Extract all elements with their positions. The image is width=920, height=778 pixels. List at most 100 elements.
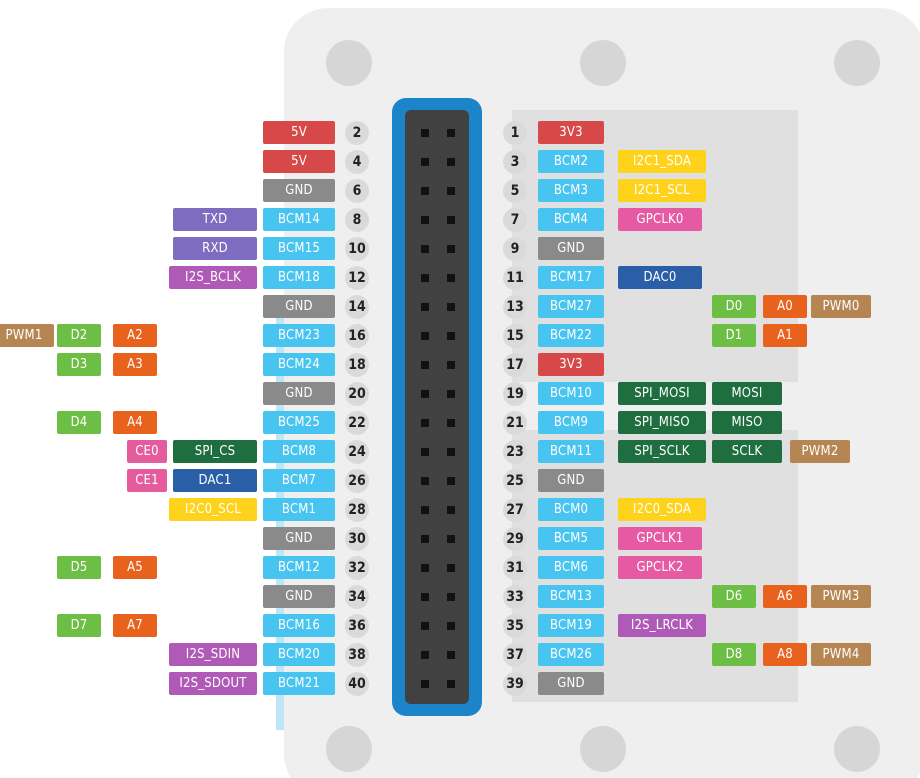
pin-number: 38: [345, 643, 369, 667]
bcm-label: BCM17: [538, 266, 604, 289]
pin-number: 39: [503, 672, 527, 696]
pin-number: 37: [503, 643, 527, 667]
spi-label: SPI_CS: [173, 440, 257, 463]
ground-label: GND: [263, 295, 335, 318]
pin-number: 33: [503, 585, 527, 609]
i2s-label: I2S_SDOUT: [169, 672, 257, 695]
bcm-label: BCM12: [263, 556, 335, 579]
ground-label: GND: [263, 382, 335, 405]
mounting-hole: [834, 726, 880, 772]
pin-number: 20: [345, 382, 369, 406]
ground-label: GND: [263, 179, 335, 202]
pwm-label: PWM3: [811, 585, 871, 608]
ce-label: CE0: [127, 440, 167, 463]
bcm-label: BCM5: [538, 527, 604, 550]
header-pin: [421, 448, 429, 456]
pin-number: 19: [503, 382, 527, 406]
pin-number: 2: [345, 121, 369, 145]
uart-label: TXD: [173, 208, 257, 231]
pin-number: 15: [503, 324, 527, 348]
ground-label: GND: [538, 469, 604, 492]
bcm-label: BCM2: [538, 150, 604, 173]
pin-number: 13: [503, 295, 527, 319]
analog-label: A2: [113, 324, 157, 347]
dac-label: DAC0: [618, 266, 702, 289]
pin-number: 11: [503, 266, 527, 290]
header-pin: [447, 390, 455, 398]
pin-number: 28: [345, 498, 369, 522]
dac-label: DAC1: [173, 469, 257, 492]
digital-label: D8: [712, 643, 756, 666]
header-pin: [447, 448, 455, 456]
pin-number: 21: [503, 411, 527, 435]
pin-number: 25: [503, 469, 527, 493]
bcm-label: BCM6: [538, 556, 604, 579]
pin-number: 16: [345, 324, 369, 348]
pwm-label: PWM0: [811, 295, 871, 318]
bcm-label: BCM1: [263, 498, 335, 521]
header-pin: [447, 129, 455, 137]
digital-label: D7: [57, 614, 101, 637]
pin-number: 31: [503, 556, 527, 580]
pin-number: 26: [345, 469, 369, 493]
pin-number: 30: [345, 527, 369, 551]
header-pin: [447, 332, 455, 340]
spi-label: MOSI: [712, 382, 782, 405]
bcm-label: BCM27: [538, 295, 604, 318]
ground-label: GND: [263, 527, 335, 550]
power-label: 5V: [263, 121, 335, 144]
pin-number: 29: [503, 527, 527, 551]
pin-number: 5: [503, 179, 527, 203]
header-pin: [421, 419, 429, 427]
digital-label: D5: [57, 556, 101, 579]
uart-label: RXD: [173, 237, 257, 260]
header-pin: [447, 361, 455, 369]
header-pin: [447, 216, 455, 224]
pin-number: 32: [345, 556, 369, 580]
bcm-label: BCM22: [538, 324, 604, 347]
spi-label: SPI_SCLK: [618, 440, 706, 463]
analog-label: A8: [763, 643, 807, 666]
bcm-label: BCM26: [538, 643, 604, 666]
pwm-label: PWM4: [811, 643, 871, 666]
gpclk-label: GPCLK2: [618, 556, 702, 579]
header-pin: [447, 303, 455, 311]
bcm-label: BCM9: [538, 411, 604, 434]
header-pin: [421, 361, 429, 369]
pin-number: 7: [503, 208, 527, 232]
pin-number: 40: [345, 672, 369, 696]
header-pin: [421, 245, 429, 253]
header-pin: [421, 651, 429, 659]
pin-number: 23: [503, 440, 527, 464]
header-pin: [421, 390, 429, 398]
ground-label: GND: [538, 237, 604, 260]
header-pin: [447, 477, 455, 485]
gpclk-label: GPCLK0: [618, 208, 702, 231]
ground-label: GND: [538, 672, 604, 695]
header-pin: [447, 187, 455, 195]
i2c-label: I2C0_SCL: [169, 498, 257, 521]
header-pin: [447, 564, 455, 572]
pin-number: 18: [345, 353, 369, 377]
bcm-label: BCM18: [263, 266, 335, 289]
pin-number: 17: [503, 353, 527, 377]
analog-label: A0: [763, 295, 807, 318]
header-pin: [447, 506, 455, 514]
pin-number: 8: [345, 208, 369, 232]
header-pin: [421, 477, 429, 485]
pin-number: 24: [345, 440, 369, 464]
i2c-label: I2C1_SDA: [618, 150, 706, 173]
mounting-hole: [326, 726, 372, 772]
bcm-label: BCM7: [263, 469, 335, 492]
ce-label: CE1: [127, 469, 167, 492]
header-pin: [421, 129, 429, 137]
header-pin: [421, 332, 429, 340]
pin-number: 10: [345, 237, 369, 261]
bcm-label: BCM13: [538, 585, 604, 608]
digital-label: D3: [57, 353, 101, 376]
header-pin: [447, 419, 455, 427]
bcm-label: BCM3: [538, 179, 604, 202]
bcm-label: BCM11: [538, 440, 604, 463]
header-pin: [447, 245, 455, 253]
